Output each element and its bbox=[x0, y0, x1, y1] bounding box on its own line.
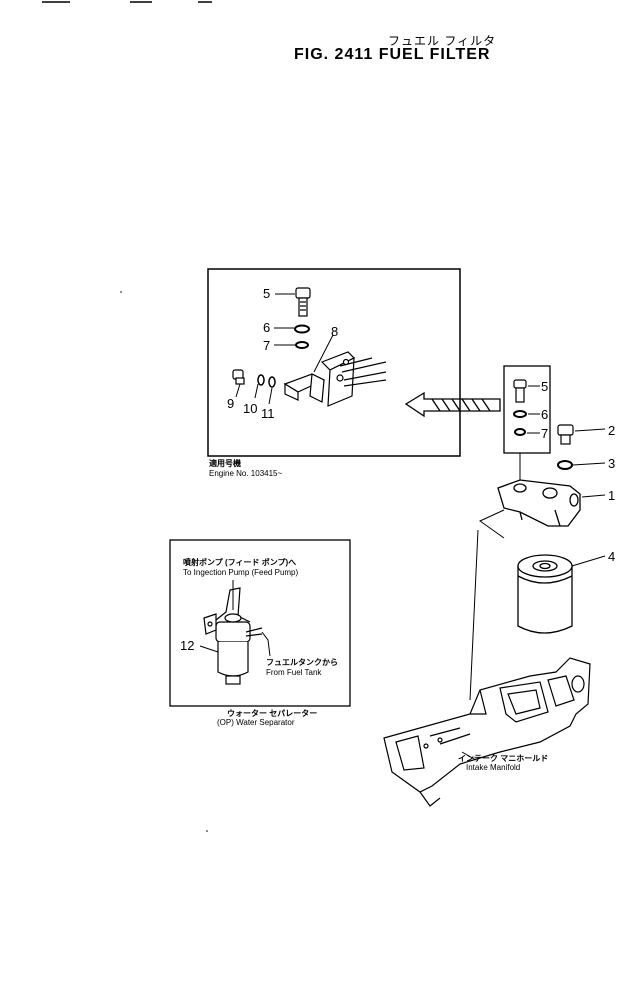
filter-cartridge bbox=[517, 554, 573, 634]
inset-callout-washer: 7 bbox=[263, 338, 271, 353]
head-to-manifold-line bbox=[479, 509, 505, 539]
callout-washer-3: 3 bbox=[608, 456, 616, 471]
callout-washer: 7 bbox=[541, 426, 549, 441]
callout-water-separator: 12 bbox=[180, 638, 195, 653]
inset-bolt bbox=[295, 287, 311, 317]
inset-callout-small-bolt: 9 bbox=[227, 396, 235, 411]
detail-frame bbox=[503, 365, 551, 454]
inset-callout-washer-11: 11 bbox=[261, 406, 275, 421]
bolt-2 bbox=[557, 424, 574, 445]
manifold-label: Intake Manifold bbox=[466, 763, 521, 772]
to-pump-label: To Ingection Pump (Feed Pump) bbox=[183, 568, 299, 577]
inset-frame bbox=[207, 268, 461, 457]
engine-applicability-jp: 適用号機 bbox=[209, 459, 241, 468]
inset-washer-10 bbox=[257, 374, 265, 386]
intake-manifold bbox=[383, 657, 591, 807]
cartridge-connector bbox=[469, 529, 479, 701]
inset-callout-bolt: 5 bbox=[263, 286, 271, 301]
callout-bolt-2: 2 bbox=[608, 423, 616, 438]
detail-washer bbox=[514, 428, 526, 436]
callout-bolt: 5 bbox=[541, 379, 549, 394]
detail-bolt bbox=[513, 379, 527, 403]
manifold-leader bbox=[461, 751, 477, 761]
leader-2 bbox=[574, 428, 606, 432]
figure-title-japanese: フュエル フィルタ bbox=[388, 34, 497, 48]
leader-3 bbox=[572, 462, 606, 466]
manifold-label-jp: インテーク マニホールド bbox=[458, 754, 549, 763]
inset-washer bbox=[295, 341, 309, 349]
water-separator-caption-jp: ウォーター セパレーター bbox=[227, 709, 318, 718]
leader-4 bbox=[571, 555, 606, 567]
callout-filter-cartridge: 4 bbox=[608, 549, 616, 564]
reference-arrow bbox=[404, 391, 501, 418]
water-separator-frame bbox=[169, 539, 351, 707]
inset-bracket bbox=[283, 351, 387, 407]
detail-leader-lines bbox=[527, 385, 540, 434]
inset-lock-washer bbox=[294, 324, 310, 334]
inset-washer-11 bbox=[268, 376, 276, 388]
detail-lock-washer bbox=[513, 410, 527, 418]
callout-filter-head: 1 bbox=[608, 488, 616, 503]
water-separator-caption: (OP) Water Separator bbox=[217, 718, 295, 727]
inset-small-bolt bbox=[232, 369, 245, 385]
inset-callout-lock-washer: 6 bbox=[263, 320, 271, 335]
callout-lock-washer: 6 bbox=[541, 407, 549, 422]
water-separator-leaders bbox=[199, 580, 271, 657]
inset-callout-washer-10: 10 bbox=[243, 401, 258, 416]
washer-3 bbox=[557, 460, 573, 470]
leader-1 bbox=[581, 494, 606, 498]
inset-callout-bracket: 8 bbox=[331, 324, 339, 339]
to-pump-label-jp: 噴射ポンプ (フィード ポンプ)へ bbox=[183, 558, 297, 567]
from-tank-label-jp: フュエルタンクから bbox=[266, 658, 338, 667]
figure-title: FIG. 2411 FUEL FILTER bbox=[294, 46, 491, 63]
from-tank-label: From Fuel Tank bbox=[266, 668, 322, 677]
filter-head bbox=[497, 479, 581, 527]
inset-leader-lines bbox=[235, 293, 334, 405]
engine-applicability: Engine No. 103415~ bbox=[209, 469, 283, 478]
